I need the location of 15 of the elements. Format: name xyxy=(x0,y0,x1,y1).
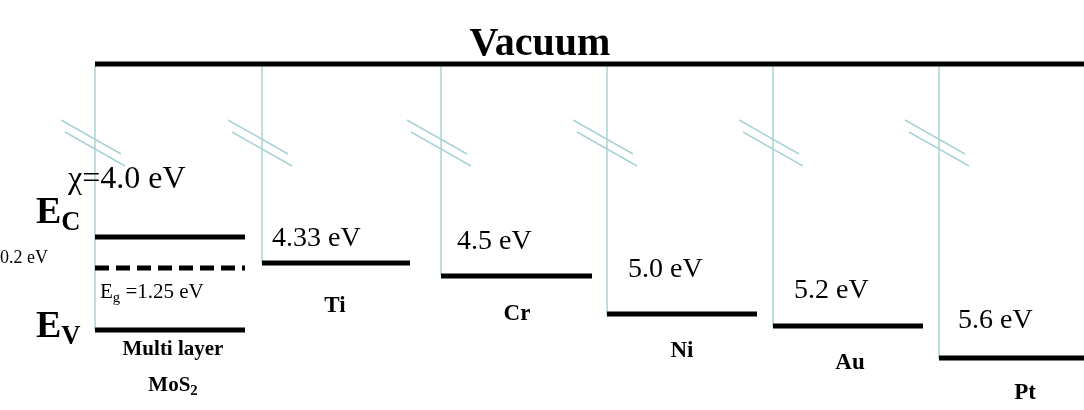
band-gap-label: E$_{g}$ =1.25 eV xyxy=(100,280,204,304)
metal-label: Cr xyxy=(502,299,532,327)
energy-value: 4.5 eV xyxy=(457,225,532,256)
energy-value: 5.2 eV xyxy=(794,274,869,305)
vacuum-level-label: Vacuum xyxy=(468,18,612,66)
metal-label: Pt xyxy=(1013,378,1037,406)
band-edge-label: E$_{V}$ xyxy=(36,304,81,346)
metal-label: Ti xyxy=(323,291,347,319)
energy-value: 0.2 eV xyxy=(0,248,48,268)
energy-value: 5.0 eV xyxy=(628,253,703,284)
energy-value: 5.6 eV xyxy=(958,304,1033,335)
metal-label: Au xyxy=(834,348,866,376)
energy-value: 4.33 eV xyxy=(272,222,361,253)
metal-label: Ni xyxy=(669,336,695,364)
material-label: Multi layer MoS$_{2}$ xyxy=(121,335,225,400)
